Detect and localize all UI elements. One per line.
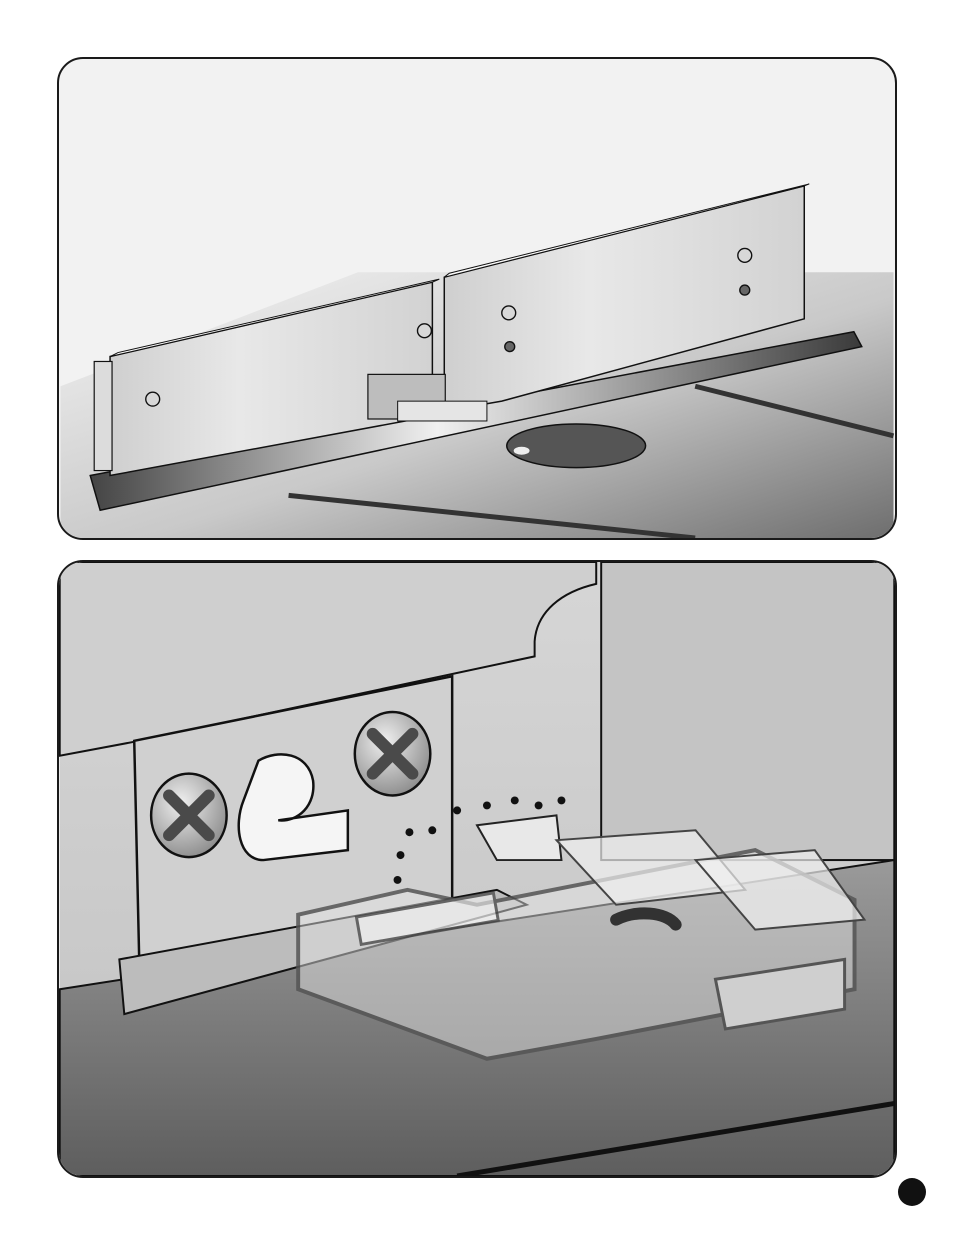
feather-block: [398, 401, 487, 421]
bracket-screw-left: [151, 774, 227, 857]
overview-panel: [57, 57, 897, 540]
left-end-clamp: [94, 361, 112, 470]
bracket-detail-illustration: [59, 562, 895, 1176]
marker-dot-bottom: [898, 1178, 926, 1206]
router-fence-illustration: [59, 59, 895, 538]
detail-panel: [57, 560, 897, 1178]
insert-hole: [514, 447, 530, 455]
bracket-screw-right: [355, 712, 431, 795]
right-fence-section: [601, 562, 894, 860]
router-insert-plate: [507, 424, 646, 468]
